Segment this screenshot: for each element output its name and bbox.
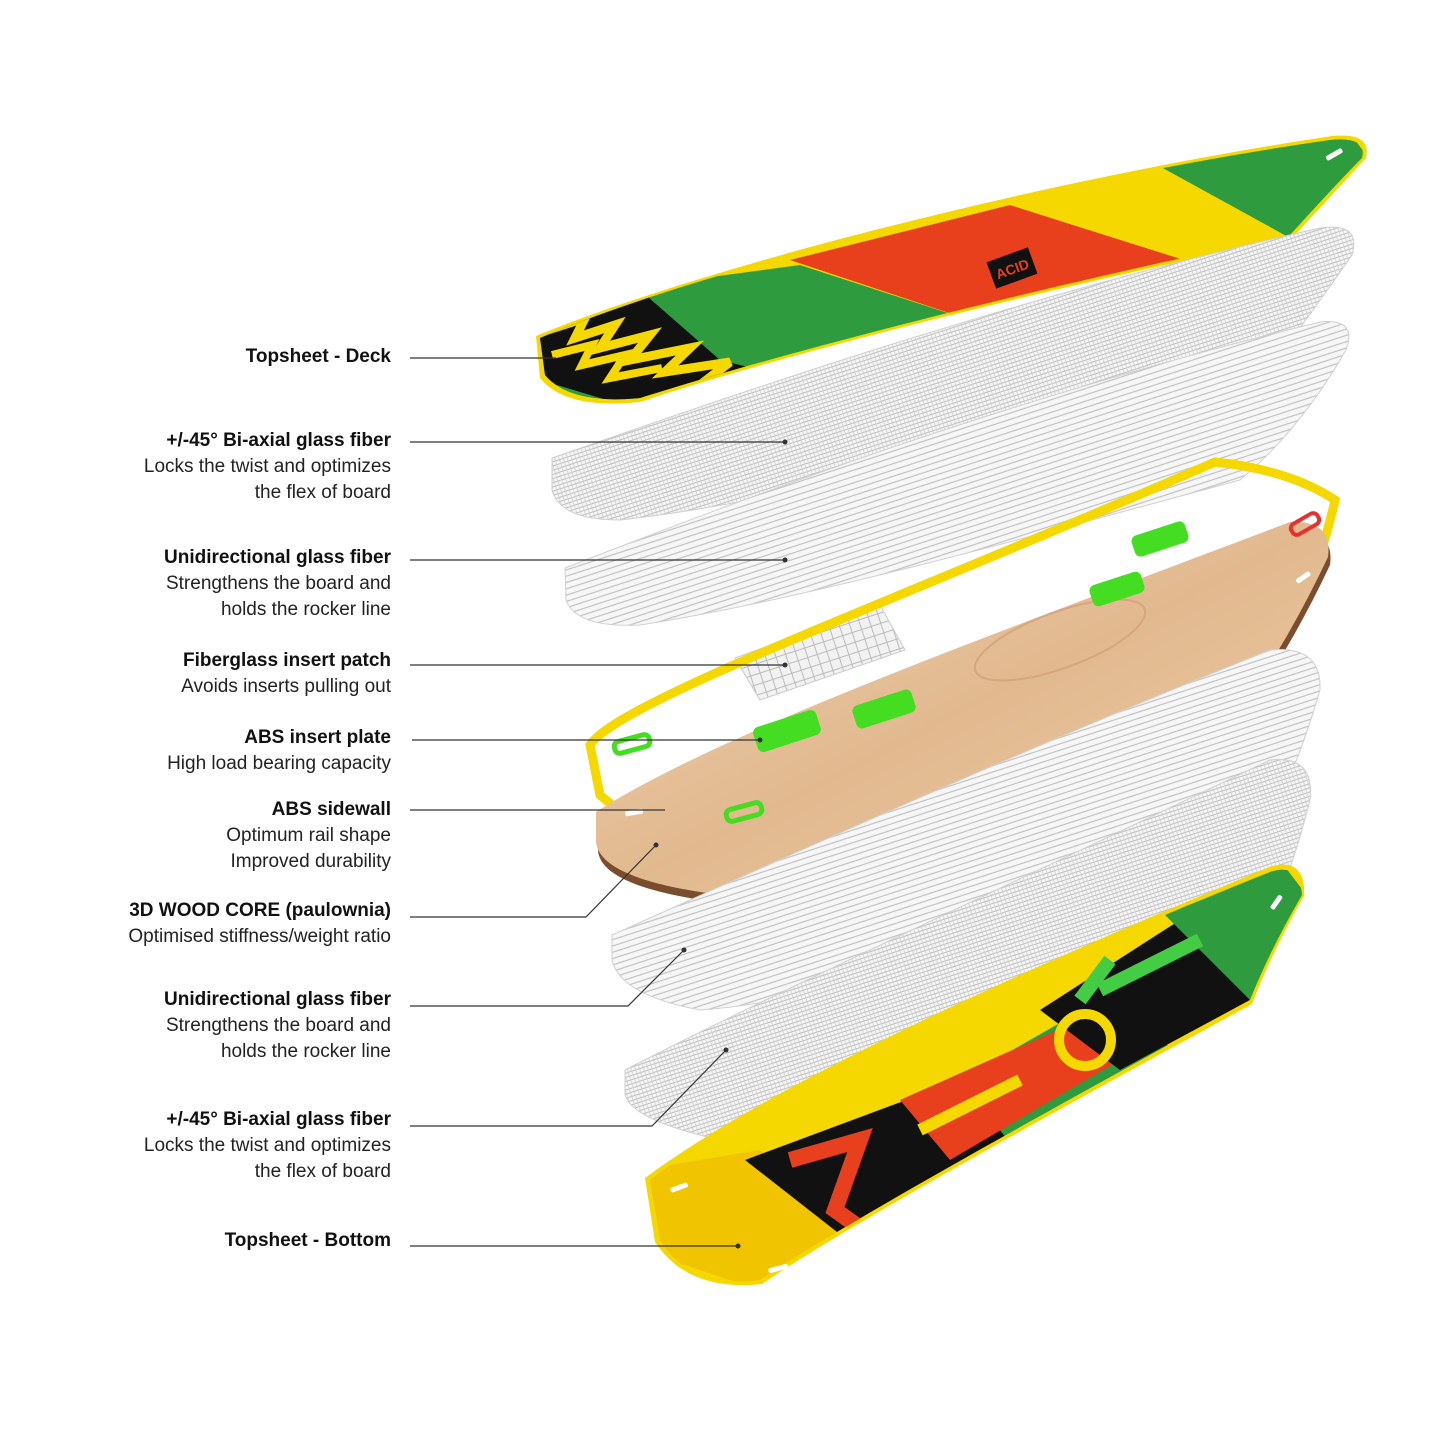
label-title: ABS insert plate	[244, 727, 391, 748]
label-title: Unidirectional glass fiber	[164, 547, 391, 568]
leader-unidirectional-bottom	[410, 949, 685, 1007]
label-abs-sidewall: ABS sidewall Optimum rail shape Improved…	[226, 797, 391, 875]
label-desc: Avoids inserts pulling out	[181, 676, 391, 697]
unidirectional-bottom-layer	[611, 649, 1321, 1011]
label-desc: the flex of board	[254, 482, 391, 503]
label-desc: the flex of board	[254, 1161, 391, 1182]
label-biaxial-top: +/-45° Bi-axial glass fiber Locks the tw…	[144, 428, 391, 506]
label-biaxial-bottom: +/-45° Bi-axial glass fiber Locks the tw…	[144, 1107, 391, 1185]
label-title: Topsheet - Deck	[245, 346, 391, 367]
label-abs-insert-plate: ABS insert plate High load bearing capac…	[167, 725, 391, 777]
label-insert-patch: Fiberglass insert patch Avoids inserts p…	[181, 648, 391, 700]
label-desc: Strengthens the board and	[165, 1015, 391, 1036]
label-desc: Locks the twist and optimizes	[143, 1135, 391, 1156]
label-title: ABS sidewall	[271, 799, 391, 820]
abs-insert-plates	[611, 511, 1322, 824]
label-desc: Optimised stiffness/weight ratio	[128, 926, 391, 947]
label-unidirectional-bottom: Unidirectional glass fiber Strengthens t…	[164, 987, 391, 1065]
unidirectional-top-layer	[564, 321, 1350, 626]
label-title: 3D WOOD CORE (paulownia)	[129, 900, 391, 921]
label-title: +/-45° Bi-axial glass fiber	[166, 1109, 391, 1130]
label-desc: Improved durability	[230, 851, 391, 872]
label-wood-core: 3D WOOD CORE (paulownia) Optimised stiff…	[128, 898, 391, 950]
label-desc: holds the rocker line	[220, 1041, 391, 1062]
label-desc: Optimum rail shape	[226, 825, 391, 846]
label-topsheet-deck: Topsheet - Deck	[246, 344, 391, 370]
leader-wood-core	[410, 844, 657, 918]
label-unidirectional-top: Unidirectional glass fiber Strengthens t…	[164, 545, 391, 623]
leader-biaxial-bottom	[410, 1049, 727, 1127]
leader-dots	[653, 439, 788, 1249]
label-desc: High load bearing capacity	[167, 753, 391, 774]
label-title: Fiberglass insert patch	[182, 650, 391, 671]
label-topsheet-bottom: Topsheet - Bottom	[225, 1228, 391, 1254]
leader-lines	[410, 357, 785, 1247]
label-desc: holds the rocker line	[220, 599, 391, 620]
label-desc: Strengthens the board and	[165, 573, 391, 594]
biaxial-top-layer	[551, 226, 1355, 521]
label-desc: Locks the twist and optimizes	[143, 456, 391, 477]
wood-core-layer	[596, 521, 1331, 905]
label-title: Topsheet - Bottom	[224, 1230, 391, 1251]
label-title: Unidirectional glass fiber	[164, 989, 391, 1010]
label-title: +/-45° Bi-axial glass fiber	[166, 430, 391, 451]
